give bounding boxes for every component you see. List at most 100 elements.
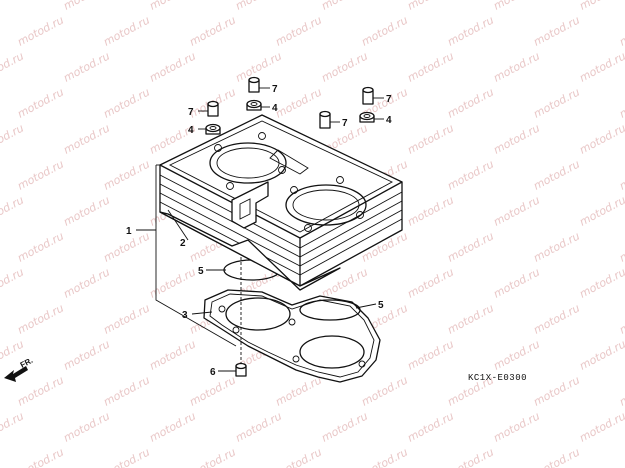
- watermark-text: motod.ru: [577, 121, 625, 156]
- watermark-text: motod.ru: [273, 85, 324, 120]
- callout-5-a: 5: [198, 266, 204, 277]
- watermark-text: motod.ru: [61, 49, 112, 84]
- watermark-text: motod.ru: [147, 49, 198, 84]
- watermark-text: motod.ru: [273, 373, 324, 408]
- callout-6: 6: [210, 367, 216, 378]
- dowel-7-d: [362, 86, 374, 105]
- watermark-text: motod.ru: [187, 13, 238, 48]
- watermark-text: motod.ru: [531, 157, 582, 192]
- callout-7-a: 7: [188, 107, 194, 118]
- watermark-text: motod.ru: [577, 409, 625, 444]
- watermark-text: motod.ru: [445, 13, 496, 48]
- watermark-text: motod.ru: [15, 445, 66, 468]
- seal-4-b: [246, 99, 262, 111]
- watermark-text: motod.ru: [405, 193, 456, 228]
- callout-4-b: 4: [272, 103, 278, 114]
- callout-2: 2: [180, 238, 186, 249]
- watermark-text: motod.ru: [577, 0, 625, 13]
- watermark-text: motod.ru: [319, 409, 370, 444]
- dowel-7-a: [207, 100, 219, 117]
- cylinder-base-gasket: [203, 289, 381, 383]
- watermark-text: motod.ru: [233, 0, 284, 13]
- watermark-text: motod.ru: [405, 409, 456, 444]
- seal-4-c: [359, 111, 375, 123]
- watermark-text: motod.ru: [491, 265, 542, 300]
- watermark-text: motod.ru: [101, 85, 152, 120]
- watermark-text: motod.ru: [617, 157, 625, 192]
- watermark-text: motod.ru: [0, 0, 26, 13]
- watermark-text: motod.ru: [531, 301, 582, 336]
- dowel-7-c: [319, 110, 331, 129]
- front-direction-arrow: FR.: [4, 356, 34, 382]
- watermark-text: motod.ru: [617, 301, 625, 336]
- watermark-text: motod.ru: [319, 0, 370, 13]
- watermark-text: motod.ru: [147, 337, 198, 372]
- callout-5-b: 5: [378, 300, 384, 311]
- watermark-text: motod.ru: [15, 157, 66, 192]
- seal-4-a: [205, 123, 221, 135]
- dowel-7-b: [248, 76, 260, 93]
- watermark-text: motod.ru: [101, 13, 152, 48]
- cylinder-block: [159, 114, 403, 291]
- watermark-text: motod.ru: [405, 0, 456, 13]
- watermark-text: motod.ru: [319, 49, 370, 84]
- watermark-text: motod.ru: [0, 265, 26, 300]
- watermark-text: motod.ru: [15, 13, 66, 48]
- o-ring-right: [299, 299, 361, 321]
- watermark-text: motod.ru: [101, 373, 152, 408]
- watermark-text: motod.ru: [445, 229, 496, 264]
- watermark-text: motod.ru: [61, 337, 112, 372]
- leader-lines: [136, 87, 384, 372]
- watermark-text: motod.ru: [187, 445, 238, 468]
- watermark-text: motod.ru: [359, 373, 410, 408]
- watermark-text: motod.ru: [445, 85, 496, 120]
- watermark-text: motod.ru: [359, 13, 410, 48]
- watermark-text: motod.ru: [147, 265, 198, 300]
- watermark-text: motod.ru: [233, 409, 284, 444]
- watermark-text: motod.ru: [577, 193, 625, 228]
- watermark-text: motod.ru: [617, 373, 625, 408]
- watermark-text: motod.ru: [0, 121, 26, 156]
- watermark-text: motod.ru: [61, 193, 112, 228]
- watermark-text: motod.ru: [491, 0, 542, 13]
- watermark-text: motod.ru: [359, 445, 410, 468]
- watermark-text: motod.ru: [577, 265, 625, 300]
- watermark-text: motod.ru: [491, 337, 542, 372]
- watermark-text: motod.ru: [61, 121, 112, 156]
- watermark-text: motod.ru: [445, 301, 496, 336]
- watermark-text: motod.ru: [617, 13, 625, 48]
- callout-3: 3: [182, 310, 188, 321]
- watermark-text: motod.ru: [491, 409, 542, 444]
- watermark-text: motod.ru: [531, 229, 582, 264]
- diagram-code: KC1X-E0300: [468, 373, 527, 383]
- watermark-text: motod.ru: [617, 445, 625, 468]
- watermark-text: motod.ru: [405, 121, 456, 156]
- watermark-text: motod.ru: [147, 409, 198, 444]
- watermark-text: motod.ru: [101, 157, 152, 192]
- watermark-text: motod.ru: [445, 445, 496, 468]
- watermark-text: motod.ru: [405, 337, 456, 372]
- watermark-text: motod.ru: [273, 13, 324, 48]
- watermark-text: motod.ru: [617, 229, 625, 264]
- watermark-text: motod.ru: [491, 121, 542, 156]
- watermark-text: motod.ru: [491, 49, 542, 84]
- watermark-text: motod.ru: [531, 85, 582, 120]
- callout-4-a: 4: [188, 125, 194, 136]
- watermark-text: motod.ru: [15, 373, 66, 408]
- watermark-text: motod.ru: [491, 193, 542, 228]
- watermark-text: motod.ru: [577, 49, 625, 84]
- watermark-text: motod.ru: [15, 229, 66, 264]
- front-label: FR.: [19, 356, 35, 370]
- watermark-text: motod.ru: [0, 49, 26, 84]
- callout-4-c: 4: [386, 115, 392, 126]
- watermark-text: motod.ru: [405, 49, 456, 84]
- watermark-text: motod.ru: [15, 85, 66, 120]
- callout-7-b: 7: [272, 84, 278, 95]
- watermark-text: motod.ru: [617, 85, 625, 120]
- watermark-text: motod.ru: [101, 301, 152, 336]
- watermark-text: motod.ru: [15, 301, 66, 336]
- watermark-text: motod.ru: [531, 445, 582, 468]
- watermark-text: motod.ru: [445, 157, 496, 192]
- watermark-text: motod.ru: [273, 445, 324, 468]
